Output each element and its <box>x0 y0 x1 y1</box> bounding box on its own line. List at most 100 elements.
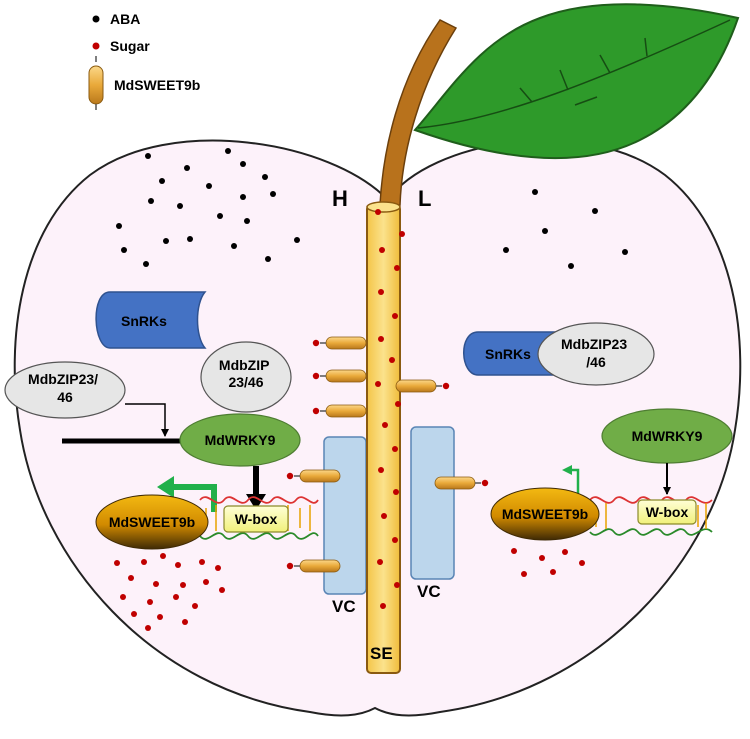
sugar-dot <box>114 560 120 566</box>
companion-cell-right-label: VC <box>417 582 441 601</box>
aba-dot <box>206 183 212 189</box>
sugar-dot <box>219 587 225 593</box>
sugar-dot <box>215 565 221 571</box>
leaf <box>413 3 740 160</box>
sugar-dot <box>157 614 163 620</box>
right-activation-arrow-head <box>562 465 572 475</box>
sugar-dot <box>521 571 527 577</box>
right-snrk-label: SnRKs <box>485 346 531 362</box>
right-activation-arrow <box>570 468 580 500</box>
sieve-element-top <box>366 201 401 213</box>
left-bzip-bound-line2: 23/46 <box>228 374 263 390</box>
legend-sugar-label: Sugar <box>110 38 150 54</box>
left-bzip-free <box>4 361 126 419</box>
right-cell-regulation: SnRKs MdbZIP23 /46 MdWRKY9 W-box MdSWEET… <box>463 322 733 541</box>
sugar-dot <box>375 209 381 215</box>
sugar-dot <box>393 489 399 495</box>
sugar-dot <box>389 357 395 363</box>
right-bzip-label: MdbZIP23 /46 <box>561 336 631 370</box>
sugar-dot <box>120 594 126 600</box>
companion-cell-left-label: VC <box>332 597 356 616</box>
left-sweet9b-label: MdSWEET9b <box>109 514 195 530</box>
sugar-dot <box>579 560 585 566</box>
left-bzip-free-line1: MdbZIP23/ <box>28 371 98 387</box>
aba-dot <box>244 218 250 224</box>
left-sweet9b-gene <box>95 494 209 550</box>
sugar-dot <box>382 422 388 428</box>
right-bzip-line1: MdbZIP23 <box>561 336 627 352</box>
sugar-dot <box>562 549 568 555</box>
left-wbox <box>223 505 289 533</box>
aba-dot <box>121 247 127 253</box>
right-snrk-shape <box>463 331 563 376</box>
aba-dot <box>187 236 193 242</box>
sweet9b-transporter <box>312 336 367 350</box>
legend-aba-label: ABA <box>110 11 140 27</box>
right-sweet9b-label: MdSWEET9b <box>502 506 588 522</box>
sugar-dot <box>160 553 166 559</box>
sugar-dot <box>395 401 401 407</box>
aba-dot <box>184 165 190 171</box>
transporters <box>286 336 489 573</box>
left-snrk-shape <box>95 291 207 349</box>
left-bzip-to-promoter-arrow <box>125 403 169 437</box>
aba-dot <box>231 243 237 249</box>
aba-dot <box>294 237 300 243</box>
sugar-dot <box>131 611 137 617</box>
sugar-dot <box>378 289 384 295</box>
right-bzip-line2: /46 <box>586 354 606 370</box>
left-bzip-bound <box>200 341 292 413</box>
sugar-dot <box>128 575 134 581</box>
sugar-dot <box>442 382 450 390</box>
sugar-dot <box>141 559 147 565</box>
sugar-dot <box>203 579 209 585</box>
sieve-element-tube <box>366 204 401 674</box>
sugar-dot <box>145 625 151 631</box>
left-activation-arrow <box>172 484 217 512</box>
sugar-dot <box>192 603 198 609</box>
aba-dot <box>217 213 223 219</box>
sugar-dot <box>380 603 386 609</box>
left-bzip-free-label: MdbZIP23/ 46 <box>28 371 102 405</box>
sugar-dot <box>381 513 387 519</box>
high-side-label: H <box>332 186 348 211</box>
sugar-dot <box>153 581 159 587</box>
sweet9b-transporter <box>286 469 341 483</box>
low-side-label: L <box>418 186 431 211</box>
sweet9b-transporter <box>395 379 450 393</box>
aba-dot <box>592 208 598 214</box>
aba-dot <box>503 247 509 253</box>
sugar-dot <box>377 559 383 565</box>
legend-transporter-icon <box>88 56 104 110</box>
sugar-dot <box>378 467 384 473</box>
right-bzip <box>537 322 655 386</box>
left-bzip-bound-label: MdbZIP 23/46 <box>219 357 273 390</box>
sweet9b-transporter <box>286 559 341 573</box>
left-bzip-free-line2: 46 <box>57 389 73 405</box>
aba-dot <box>163 238 169 244</box>
sweet9b-transporter <box>312 369 367 383</box>
legend-transporter-label: MdSWEET9b <box>114 77 200 93</box>
aba-and-sugar-dots <box>114 148 628 631</box>
aba-dot <box>532 189 538 195</box>
aba-dot <box>262 174 268 180</box>
aba-dot <box>568 263 574 269</box>
stem <box>379 19 458 206</box>
legend-sugar-dot <box>92 42 100 50</box>
sugar-dot <box>394 265 400 271</box>
sugar-dot <box>378 336 384 342</box>
sieve-element-label: SE <box>370 644 393 663</box>
aba-dot <box>116 223 122 229</box>
aba-dot <box>148 198 154 204</box>
left-wrky9-label: MdWRKY9 <box>205 432 276 448</box>
sweet9b-transporter <box>312 404 367 418</box>
sugar-dot <box>392 537 398 543</box>
sugar-dot <box>392 313 398 319</box>
sugar-dot <box>511 548 517 554</box>
aba-dot <box>240 161 246 167</box>
sugar-dot <box>182 619 188 625</box>
right-wbox-label: W-box <box>646 504 689 520</box>
aba-dot <box>145 153 151 159</box>
right-wbox <box>637 499 697 525</box>
